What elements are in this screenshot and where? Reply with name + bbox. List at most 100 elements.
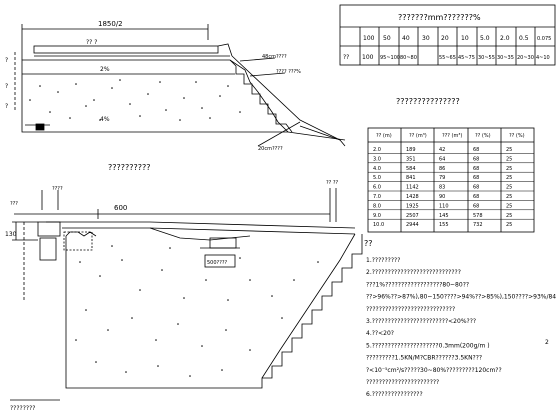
top-base-label: 20cm???? — [258, 146, 283, 152]
mix-table-cell: 4.0 — [373, 166, 381, 172]
lower-embankment-outline — [65, 234, 363, 389]
gradation-sieve-cell: 100 — [363, 35, 375, 42]
mix-header-cell: ?? (m³) — [409, 133, 427, 139]
lower-top-right-label: ?? ?? — [326, 180, 339, 186]
top-arrow-label: ?? ? — [86, 39, 97, 46]
lower-bottom-label: ???????? — [10, 405, 35, 412]
mix-table-cell: 25 — [506, 213, 512, 219]
lower-curb — [37, 221, 61, 237]
mix-table-cell: 841 — [406, 175, 416, 181]
gradation-value-cell: 100 — [362, 54, 374, 61]
notes-line: ?????????1.5KN/M?CBR??????3.5KN??? — [366, 355, 482, 362]
mix-table-cell: 25 — [506, 185, 512, 191]
gradation-value-cell: 55~65 — [439, 55, 456, 61]
mix-table-cell: 25 — [506, 203, 512, 209]
notes-line: 3.????????????????????????<20%??? — [366, 318, 476, 325]
gradation-sieve-cell: 10 — [461, 35, 469, 42]
gradation-table — [339, 4, 556, 66]
mix-table-cell: 79 — [439, 175, 445, 181]
lower-drain-block — [39, 237, 57, 261]
mix-table-cell: 1925 — [406, 203, 419, 209]
mix-table-cell: 68 — [473, 147, 479, 153]
mix-table-title: ??????????????? — [396, 97, 460, 106]
notes-line: ?<10⁻⁵cm²/s?????30~80%?????????120cm?? — [366, 367, 502, 374]
notes-heading: ?? — [364, 239, 373, 248]
top-dimension-label: 1850/2 — [98, 20, 123, 28]
mix-table-cell: 25 — [506, 156, 512, 162]
lower-dim-600-label: 600 — [114, 204, 127, 212]
mix-table-cell: 68 — [473, 203, 479, 209]
mix-table-cell: 25 — [506, 175, 512, 181]
mix-table-cell: 8.0 — [373, 203, 381, 209]
mix-table-cell: 68 — [473, 175, 479, 181]
mix-table-cell: 584 — [406, 166, 416, 172]
gradation-value-cell: 30~55 — [478, 55, 495, 61]
top-embankment-body — [21, 59, 289, 133]
lower-aggregate-pattern — [75, 245, 319, 377]
pavement-surface-layer — [33, 45, 219, 54]
mix-header-cell: ?? (%) — [475, 133, 491, 139]
gradation-value-cell: 30~35 — [497, 55, 514, 61]
lower-label-box — [204, 254, 236, 268]
mix-table-cell: 83 — [439, 185, 445, 191]
notes-line: ??>96%??>87%),80~150????>94%??>85%),150?… — [366, 294, 556, 301]
gradation-sieve-row: 100 50 40 30 20 10 5.0 2.0 0.5 0.075 — [363, 35, 551, 42]
notes-line: 2.???????????????????????????? — [366, 269, 461, 276]
notes-line: 6.???????????????? — [366, 391, 423, 398]
lower-section-title: ?????????? — [108, 163, 150, 172]
mix-table-cell: 86 — [439, 166, 445, 172]
mix-table-cell: 10.0 — [373, 222, 384, 228]
mix-table-cell: 3.0 — [373, 156, 381, 162]
mix-table-cell: 9.0 — [373, 213, 381, 219]
mix-table-cell: 155 — [439, 222, 449, 228]
lower-outer-slope — [261, 233, 356, 379]
mix-table-cell: 25 — [506, 222, 512, 228]
mix-table-cell: 64 — [439, 156, 445, 162]
mix-header-cell: ?? (m) — [376, 133, 392, 139]
notes-line: 1.????????? — [366, 257, 400, 264]
gradation-value-cell: 20~30 — [517, 55, 534, 61]
top-outer-slope — [231, 55, 341, 141]
mix-table-cell: 145 — [439, 213, 449, 219]
mix-table-cell: 68 — [473, 194, 479, 200]
mix-table — [367, 127, 535, 233]
top-cross-section — [14, 24, 346, 147]
gradation-value-row: 100 95~100 80~80 55~65 45~75 30~55 30~35… — [362, 54, 550, 61]
mix-table-cell: 732 — [473, 222, 483, 228]
mix-table-cell: 351 — [406, 156, 416, 162]
top-left-mark-1: ? — [5, 57, 8, 64]
mix-table-cell: 2.0 — [373, 147, 381, 153]
gradation-sieve-cell: 40 — [402, 35, 410, 42]
mix-table-header: ?? (m) ?? (m³) ??? (m³) ?? (%) ?? (%) — [376, 133, 525, 139]
notes-line: 5.?????????????????????0.3mm(200g/m ) — [366, 342, 490, 349]
mix-header-cell: ?? (%) — [509, 133, 525, 139]
mix-table-cell: 2944 — [406, 222, 419, 228]
gradation-value-cell: 80~80 — [400, 55, 417, 61]
mix-table-cell: 25 — [506, 166, 512, 172]
top-layer-label: ???? ???% — [276, 69, 301, 75]
top-left-mark-3: ? — [5, 103, 8, 110]
mix-header-cell: ??? (m³) — [442, 133, 462, 139]
gradation-value-cell: 45~75 — [458, 55, 475, 61]
gradation-sieve-cell: 30 — [422, 35, 430, 42]
lower-box-label: 500???? — [207, 260, 228, 266]
top-left-mark-2: ? — [5, 83, 8, 90]
lower-left-top-label: ???? — [52, 186, 63, 192]
gradation-sieve-cell: 50 — [383, 35, 391, 42]
mix-table-cell: 42 — [439, 147, 445, 153]
notes-line: ???????????????????????????? — [366, 306, 455, 313]
mix-table-cell: 7.0 — [373, 194, 381, 200]
top-aggregate-pattern — [29, 79, 241, 121]
page-mark: 2 — [545, 339, 549, 346]
notes-block: 1.????????? 2.???????????????????????????… — [366, 257, 556, 398]
mix-table-cell: 1142 — [406, 185, 419, 191]
mix-table-cell: 5.0 — [373, 175, 381, 181]
mix-table-cell: 68 — [473, 185, 479, 191]
gradation-sieve-cell: 0.075 — [537, 36, 551, 42]
gradation-sieve-cell: 5.0 — [480, 35, 490, 42]
mix-table-cell: 578 — [473, 213, 483, 219]
notes-line: ??????????????????????? — [366, 379, 439, 386]
gradation-value-cell: 4~10 — [536, 55, 550, 61]
